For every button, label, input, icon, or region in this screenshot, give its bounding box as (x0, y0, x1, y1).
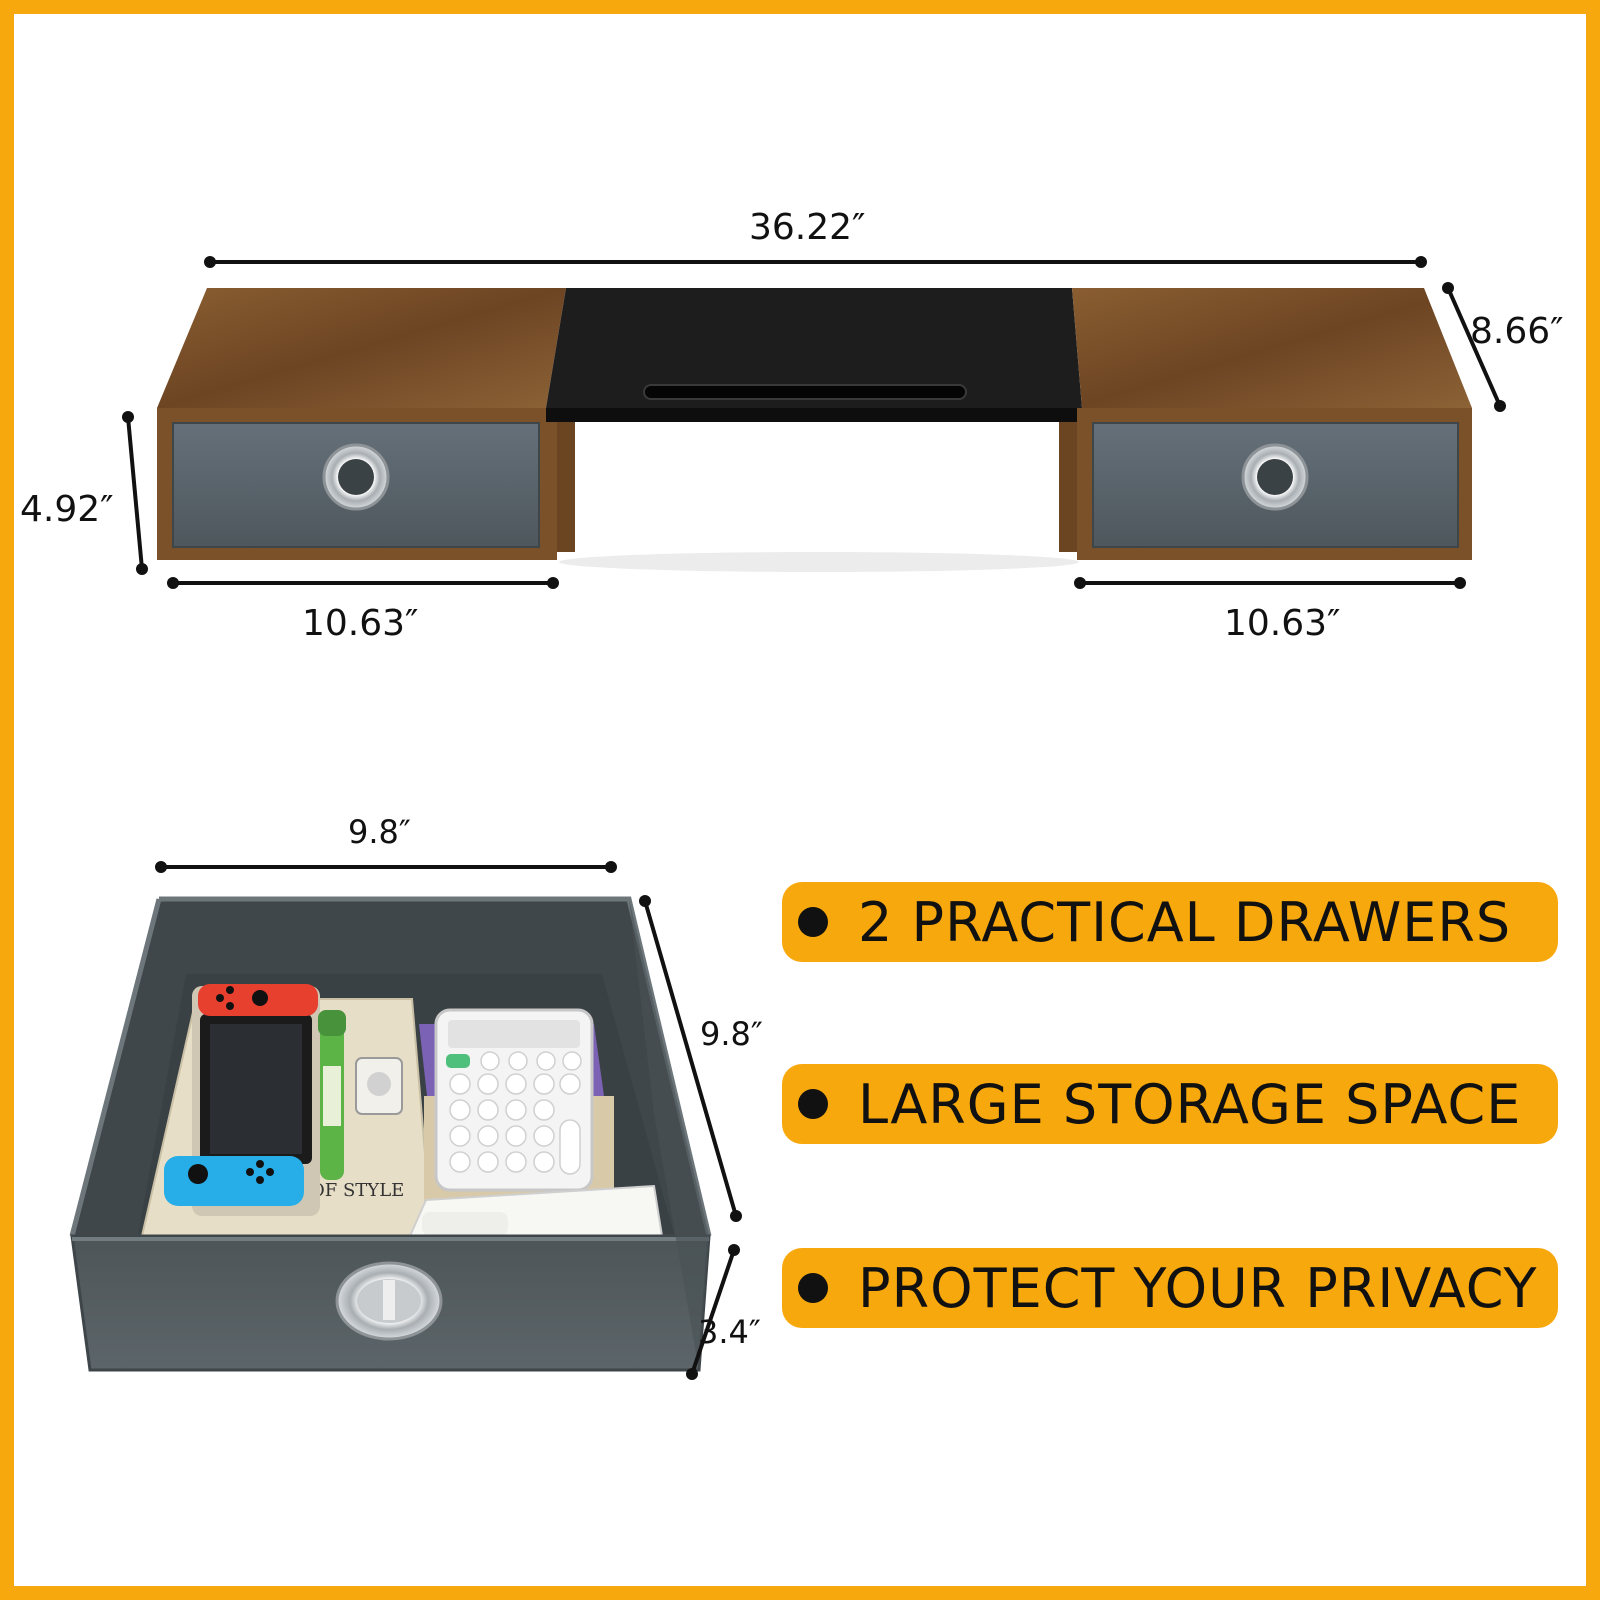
feature-label: 2 PRACTICAL DRAWERS (858, 890, 1512, 954)
bin-depth-line (643, 900, 738, 1217)
feature-practical-drawers: 2 PRACTICAL DRAWERS (782, 882, 1558, 962)
platform-left-leg (557, 422, 575, 552)
right-unit-dimension-end-left (1074, 577, 1086, 589)
bin-rim-left (69, 898, 162, 1237)
bin-side-panel (629, 899, 709, 1370)
height-dimension-end-bottom (136, 563, 148, 575)
bin-width-label: 9.8″ (348, 813, 411, 851)
right-unit-dimension-end-right (1454, 577, 1466, 589)
platform-front (546, 408, 1082, 422)
bin-depth-label: 9.8″ (700, 1015, 763, 1053)
right-wood-top (1072, 288, 1472, 408)
riser-height-label: 4.92″ (20, 489, 114, 530)
floor-shadow (559, 552, 1079, 572)
feature-large-storage: LARGE STORAGE SPACE (782, 1064, 1558, 1144)
book-spine-text: OF STYLE (310, 1180, 404, 1201)
feature-label: PROTECT YOUR PRIVACY (858, 1256, 1538, 1320)
riser-depth-label: 8.66″ (1470, 311, 1564, 352)
bin-height-line (690, 1249, 736, 1375)
platform-top (546, 288, 1082, 408)
depth-dimension-end-bottom (1494, 400, 1506, 412)
depth-dimension-line (1446, 287, 1502, 407)
bullet-icon (798, 1273, 828, 1303)
console-blue-joycon (164, 1156, 304, 1206)
right-unit-width-label: 10.63″ (1224, 603, 1341, 644)
height-dimension-line (126, 416, 144, 570)
illustration-layer: OF STYLE (69, 256, 1506, 1380)
monitor-riser (157, 288, 1472, 572)
tape-dispenser (422, 1212, 508, 1236)
left-unit-dimension-end-right (547, 577, 559, 589)
feature-label: LARGE STORAGE SPACE (858, 1072, 1522, 1136)
riser-width-label: 36.22″ (749, 207, 866, 248)
calculator (434, 1008, 594, 1192)
phone-slot (643, 384, 967, 400)
left-unit-dimension-end-left (167, 577, 179, 589)
bin-height-label: 3.4″ (698, 1313, 761, 1351)
storage-bin: OF STYLE (69, 896, 712, 1372)
feature-privacy: PROTECT YOUR PRIVACY (782, 1248, 1558, 1328)
width-dimension-end-right (1415, 256, 1427, 268)
left-wood-top (157, 288, 566, 408)
platform-right-leg (1059, 422, 1077, 552)
height-dimension-end-top (122, 411, 134, 423)
riser-dimension-lines (122, 256, 1506, 589)
left-unit-width-label: 10.63″ (302, 603, 419, 644)
left-drawer-pull-hole (338, 459, 374, 495)
bin-dimension-lines (155, 861, 742, 1380)
bullet-icon (798, 907, 828, 937)
green-marker (318, 1010, 346, 1180)
game-console (164, 984, 320, 1216)
bullet-icon (798, 1089, 828, 1119)
width-dimension-end-left (204, 256, 216, 268)
right-drawer-pull-hole (1257, 459, 1293, 495)
depth-dimension-end-top (1442, 282, 1454, 294)
